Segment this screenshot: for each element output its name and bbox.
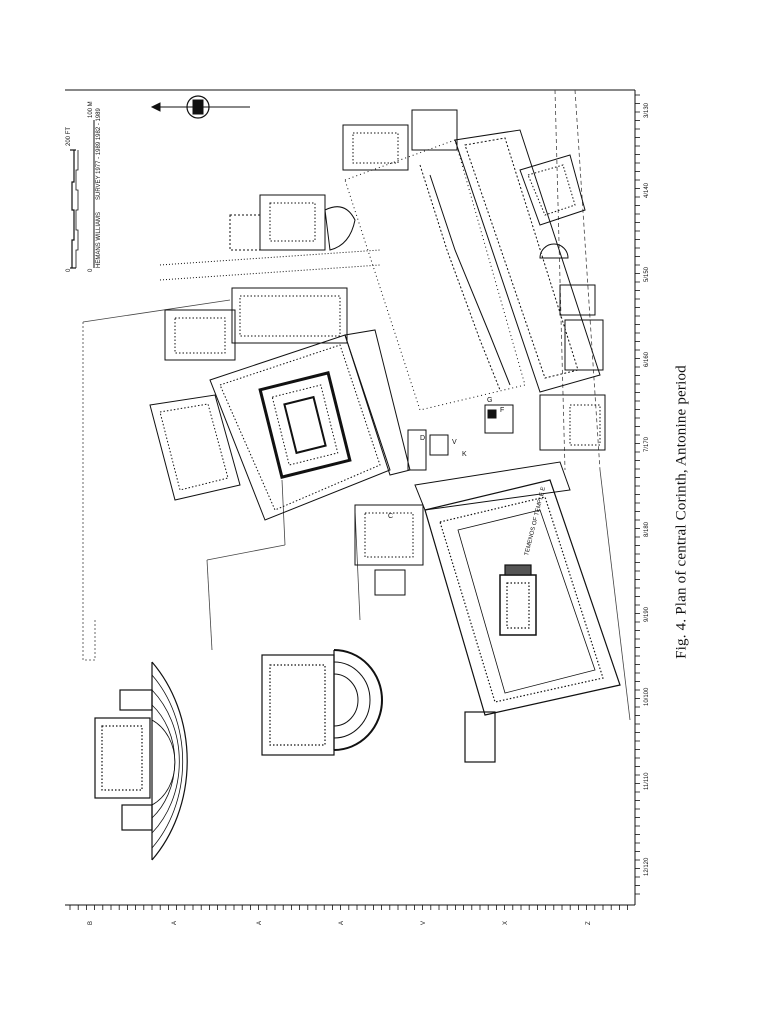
letter-f: F (500, 407, 504, 414)
grid-label: B (88, 921, 94, 925)
grid-label: A (172, 921, 178, 925)
scale-zero: 0 (66, 268, 72, 272)
credit-survey: SURVEY 1977 - 1989 1982 - 1989 (96, 107, 102, 200)
scale-meters: 100 M (88, 101, 94, 118)
scale-labels: 0 200 FT 100 M 0 HEMANS WILLIAMS SURVEY … (66, 101, 102, 272)
grid-label: Z (586, 921, 592, 925)
scale-zero-m: 0 (88, 268, 94, 272)
letter-g: G (487, 397, 492, 404)
grid-label: A (257, 921, 263, 925)
odeion (261, 649, 383, 756)
credit-authors: HEMANS WILLIAMS (96, 212, 102, 268)
letter-c: C (388, 513, 393, 520)
letter-v: V (452, 439, 457, 446)
north-arrow (150, 95, 250, 119)
grid-labels-right: 3/130 4/140 5/150 6/160 7/170 8/180 9/19… (644, 102, 650, 876)
caption-text: Fig. 4. Plan of central Corinth, Antonin… (673, 365, 690, 659)
letter-d: D (420, 435, 425, 442)
grid-label: 5/150 (644, 266, 650, 282)
grid-label: V (421, 921, 427, 925)
grid-label: A (339, 921, 345, 925)
agora-east-stoa (342, 109, 604, 393)
temenos-temple-e (424, 479, 621, 763)
scale-feet: 200 FT (66, 127, 72, 146)
grid-label: 4/140 (644, 182, 650, 198)
grid-label: 3/130 (644, 102, 650, 118)
scale-bar (70, 149, 79, 269)
grid-label: 7/170 (644, 436, 650, 452)
boundary-lines (82, 89, 631, 721)
bottom-grid-ticks (69, 905, 628, 910)
grid-label: 12/120 (644, 857, 650, 876)
building-letters: C D F G K V (388, 397, 504, 520)
letter-k: K (462, 451, 467, 458)
grid-label: X (503, 921, 509, 925)
central-agora (159, 139, 526, 411)
right-grid-ticks (635, 94, 640, 895)
grid-label: 8/180 (644, 521, 650, 537)
temple-precinct (149, 287, 411, 521)
grid-labels-bottom: B A A A V X Z (88, 921, 592, 925)
grid-label: 11/110 (644, 772, 650, 790)
theatre (94, 661, 188, 861)
grid-label: 10/100 (644, 687, 650, 706)
central-buildings (354, 394, 606, 596)
grid-label: 6/160 (644, 351, 650, 367)
grid-label: 9/190 (644, 606, 650, 622)
figure-caption: Fig. 4. Plan of central Corinth, Antonin… (674, 365, 692, 659)
